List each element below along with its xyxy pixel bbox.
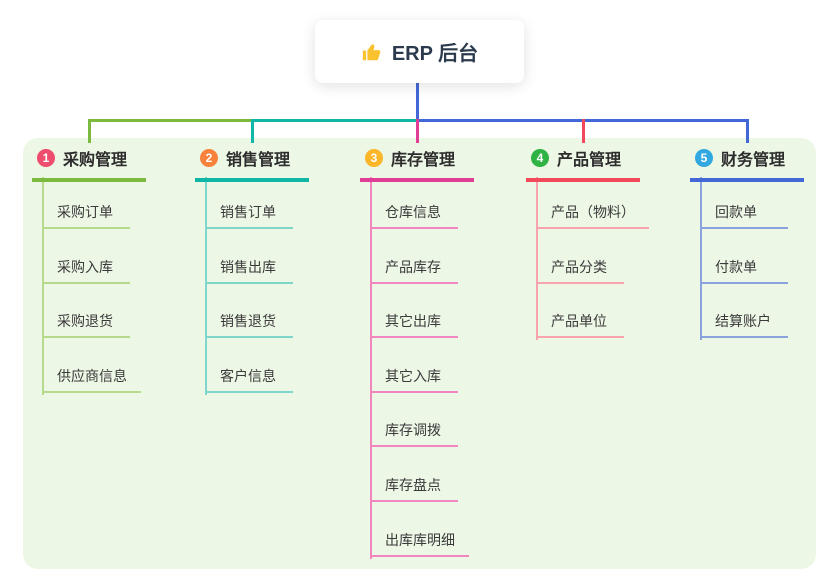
branch-title-label: 财务管理 (721, 152, 786, 169)
branch-title-label: 采购管理 (63, 152, 128, 169)
bus-segment-teal (252, 119, 417, 122)
child-node[interactable]: 销售退货 (205, 311, 293, 339)
branch-children-4: 产品（物料） 产品分类产品单位 (536, 174, 649, 339)
child-row: 其它出库 (370, 284, 469, 339)
child-node[interactable]: 销售出库 (205, 257, 293, 284)
child-node[interactable]: 其它出库 (370, 311, 458, 339)
child-row: 客户信息 (205, 338, 293, 393)
branches-background-panel (23, 138, 816, 569)
child-node[interactable]: 产品单位 (536, 311, 624, 339)
branch-spine-line (700, 177, 702, 341)
child-node[interactable]: 采购订单 (42, 202, 130, 229)
branch-badge-2: 2 (200, 149, 218, 167)
child-node[interactable]: 出库库明细 (370, 530, 469, 557)
child-node[interactable]: 供应商信息 (42, 366, 141, 393)
child-node[interactable]: 客户信息 (205, 366, 293, 393)
branch-title-1[interactable]: 1 采购管理 (32, 146, 146, 182)
child-node[interactable]: 仓库信息 (370, 202, 458, 229)
branch-children-2: 销售订单销售出库销售退货客户信息 (205, 174, 293, 393)
child-row: 回款单 (700, 174, 788, 229)
branch-drop-line (415, 119, 419, 143)
child-node[interactable]: 其它入库 (370, 366, 458, 393)
branch-title-label: 库存管理 (391, 152, 456, 169)
branch-drop-line (581, 119, 585, 143)
branch-spine-line (205, 177, 207, 395)
bus-segment-green (89, 119, 252, 122)
branch-spine-line (370, 177, 372, 559)
child-row: 产品单位 (536, 284, 649, 339)
child-node[interactable]: 采购入库 (42, 257, 130, 284)
root-title: ERP 后台 (391, 43, 479, 65)
branch-badge-4: 4 (531, 149, 549, 167)
branch-title-5[interactable]: 5 财务管理 (690, 146, 804, 182)
child-node[interactable]: 付款单 (700, 257, 788, 284)
child-row: 库存盘点 (370, 447, 469, 502)
branch-drop-line (87, 119, 91, 143)
branch-title-3[interactable]: 3 库存管理 (360, 146, 474, 182)
branch-children-3: 仓库信息产品库存其它出库其它入库库存调拨库存盘点出库库明细 (370, 174, 469, 557)
child-node[interactable]: 销售订单 (205, 202, 293, 229)
child-row: 销售订单 (205, 174, 293, 229)
child-row: 产品（物料） (536, 174, 649, 229)
child-node[interactable]: 库存调拨 (370, 420, 458, 448)
child-node[interactable]: 产品分类 (536, 257, 624, 284)
child-row: 销售出库 (205, 229, 293, 284)
child-row: 产品分类 (536, 229, 649, 284)
branch-title-label: 产品管理 (557, 152, 622, 169)
child-node[interactable]: 采购退货 (42, 311, 130, 339)
branch-badge-1: 1 (37, 149, 55, 167)
branch-spine-line (536, 177, 538, 341)
root-node[interactable]: ERP 后台 (315, 20, 524, 83)
branch-spine-line (42, 177, 44, 395)
child-row: 采购退货 (42, 284, 141, 339)
thumbs-up-icon (361, 41, 383, 63)
branch-children-5: 回款单付款单结算账户 (700, 174, 788, 339)
child-row: 出库库明细 (370, 502, 469, 557)
child-row: 其它入库 (370, 338, 469, 393)
branch-drop-line (250, 119, 254, 143)
child-row: 采购订单 (42, 174, 141, 229)
child-row: 付款单 (700, 229, 788, 284)
branch-badge-3: 3 (365, 149, 383, 167)
child-row: 销售退货 (205, 284, 293, 339)
root-connector-line (415, 82, 419, 122)
branch-badge-5: 5 (695, 149, 713, 167)
child-row: 库存调拨 (370, 393, 469, 448)
branch-children-1: 采购订单采购入库采购退货供应商信息 (42, 174, 141, 393)
branch-drop-line (745, 119, 749, 143)
child-node[interactable]: 库存盘点 (370, 475, 458, 502)
branch-title-label: 销售管理 (226, 152, 291, 169)
child-row: 供应商信息 (42, 338, 141, 393)
child-row: 仓库信息 (370, 174, 469, 229)
child-row: 产品库存 (370, 229, 469, 284)
branch-title-2[interactable]: 2 销售管理 (195, 146, 309, 182)
child-node[interactable]: 回款单 (700, 202, 788, 229)
child-node[interactable]: 结算账户 (700, 311, 788, 339)
branch-title-4[interactable]: 4 产品管理 (526, 146, 640, 182)
child-row: 采购入库 (42, 229, 141, 284)
child-node[interactable]: 产品（物料） (536, 202, 649, 229)
child-node[interactable]: 产品库存 (370, 257, 458, 284)
child-row: 结算账户 (700, 284, 788, 339)
